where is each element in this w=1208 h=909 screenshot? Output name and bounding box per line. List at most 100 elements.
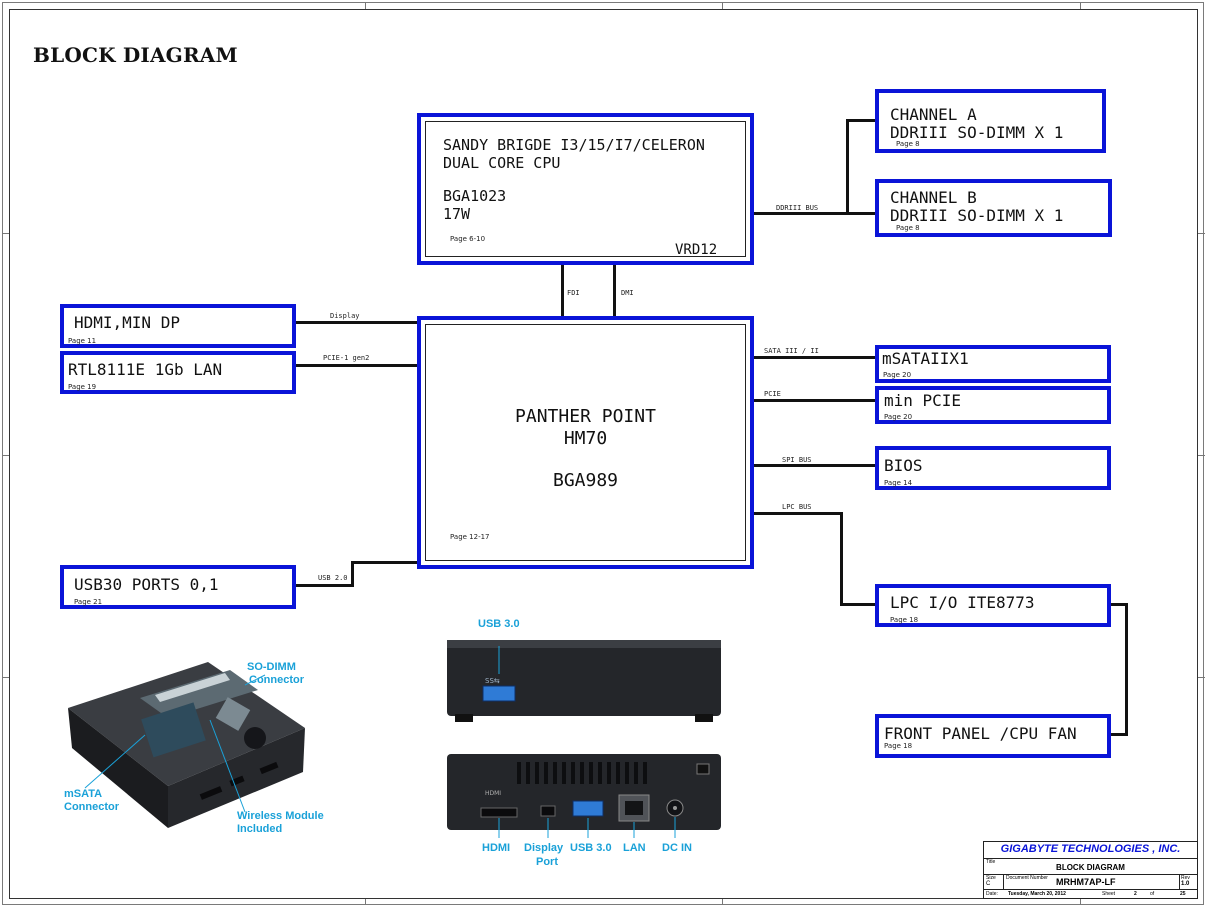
cpu-vrd: VRD12 <box>675 242 718 258</box>
lpc-wire-c <box>840 603 878 606</box>
border-tick <box>1198 677 1205 678</box>
rev-value: 1.0 <box>1181 881 1190 887</box>
of-value: 25 <box>1180 891 1186 897</box>
channel-a-wire <box>846 119 878 122</box>
spi-wire <box>752 464 878 467</box>
fan-wire-a <box>1108 603 1128 606</box>
lan-block: RTL8111E 1Gb LAN Page 19 <box>60 351 296 394</box>
doc-value: MRHM7AP-LF <box>1056 877 1116 887</box>
border-tick <box>722 2 723 9</box>
msata-name: mSATAIIX1 <box>882 349 969 368</box>
lpc-page-ref: Page 18 <box>890 616 919 624</box>
border-tick <box>1080 2 1081 9</box>
sodimm-caption-1: SO-DIMM <box>247 661 296 673</box>
title-label: Title <box>986 859 996 865</box>
hdmi-page-ref: Page 11 <box>68 337 97 345</box>
lpc-name: LPC I/O ITE8773 <box>890 593 1035 612</box>
hdmi-caption: HDMI <box>482 842 511 854</box>
channel-a-dimm: DDRIII SO-DIMM X 1 <box>890 123 1064 142</box>
usb-ss-glyph: SS⇆ <box>485 677 500 685</box>
pch-block: PANTHER POINT HM70 BGA989 Page 12-17 <box>417 316 754 569</box>
inner-border <box>9 9 1198 899</box>
sata-wire <box>752 356 878 359</box>
bios-block: BIOS Page 14 <box>875 446 1111 490</box>
pcie-gen2-wire <box>293 364 420 367</box>
lpc-label: LPC BUS <box>782 503 812 511</box>
device-left-face <box>68 708 168 828</box>
usb30-rear-caption: USB 3.0 <box>570 842 612 854</box>
pch-package: BGA989 <box>552 470 619 491</box>
pcie-wire <box>752 399 878 402</box>
date-label: Date: <box>986 891 998 897</box>
bios-page-ref: Page 14 <box>884 479 913 487</box>
usb-block: USB30 PORTS 0,1 Page 21 <box>60 565 296 609</box>
fan-name: FRONT PANEL /CPU FAN <box>884 724 1077 743</box>
cpu-tdp: 17W <box>443 205 471 223</box>
border-tick <box>1080 899 1081 905</box>
cpu-block: SANDY BRIGDE I3/15/I7/CELERON DUAL CORE … <box>417 113 754 265</box>
lpc-wire-a <box>752 512 843 515</box>
fan-wire-b <box>1125 603 1128 736</box>
wireless-caption-2: Included <box>237 823 283 835</box>
usb-name: USB30 PORTS 0,1 <box>74 575 219 594</box>
fdi-label: FDI <box>567 289 580 297</box>
company-name: GIGABYTE TECHNOLOGIES , INC. <box>1000 843 1181 855</box>
msata-block: mSATAIIX1 Page 20 <box>875 345 1111 383</box>
cpu-type: DUAL CORE CPU <box>443 154 561 172</box>
minipcie-block: min PCIE Page 20 <box>875 386 1111 424</box>
pch-page-ref: Page 12-17 <box>450 533 490 541</box>
channel-a-page-ref: Page 8 <box>896 140 920 148</box>
usb3-port <box>482 685 516 702</box>
display-label: Display <box>330 312 360 320</box>
device-isometric-photo <box>68 662 305 828</box>
border-tick <box>2 455 9 456</box>
msata-caption-2: Connector <box>64 801 119 813</box>
usb2-wire-c <box>351 561 420 564</box>
pch-name: PANTHER POINT <box>515 406 656 427</box>
minipcie-name: min PCIE <box>884 391 962 410</box>
minipcie-page-ref: Page 20 <box>884 413 913 421</box>
sheet-label: Sheet <box>1102 891 1116 897</box>
channel-b-dimm: DDRIII SO-DIMM X 1 <box>890 206 1064 225</box>
channel-a-name: CHANNEL A <box>890 105 977 124</box>
title-block: GIGABYTE TECHNOLOGIES , INC. Title BLOCK… <box>983 841 1198 899</box>
display-wire <box>293 321 420 324</box>
ddr-bus-wire <box>752 212 850 215</box>
dmi-wire <box>613 262 616 318</box>
ddr-bus-label: DDRIII BUS <box>776 204 819 212</box>
lpc-wire-b <box>840 512 843 606</box>
of-label: of <box>1150 891 1155 897</box>
msata-page-ref: Page 20 <box>883 371 912 379</box>
channel-a-block: CHANNEL A DDRIII SO-DIMM X 1 Page 8 <box>875 89 1106 153</box>
cpu-page-ref: Page 6-10 <box>450 235 486 243</box>
sodimm-caption-2: Connector <box>249 674 304 686</box>
lan-caption: LAN <box>623 842 646 854</box>
fdi-wire <box>561 262 564 318</box>
spi-label: SPI BUS <box>782 456 812 464</box>
usb-page-ref: Page 21 <box>74 598 103 606</box>
sodimm-slot <box>140 670 258 718</box>
usb2-label: USB 2.0 <box>318 574 348 582</box>
border-tick <box>365 899 366 905</box>
border-tick <box>365 2 366 9</box>
msata-caption-1: mSATA <box>64 788 103 800</box>
usb3-rear-port <box>572 800 604 817</box>
border-tick <box>1198 455 1205 456</box>
fan-page-ref: Page 18 <box>884 742 913 750</box>
size-label: Size <box>986 875 996 881</box>
hdmi-glyph: HDMI <box>485 790 501 797</box>
cpu-name: SANDY BRIGDE I3/15/I7/CELERON <box>443 136 705 154</box>
hdmi-port <box>480 807 518 818</box>
dmi-label: DMI <box>621 289 634 297</box>
cpu-package: BGA1023 <box>443 187 507 205</box>
hdmi-name: HDMI,MIN DP <box>74 313 180 332</box>
sata-label: SATA III / II <box>764 347 819 355</box>
usb2-wire-a <box>293 584 354 587</box>
title-value: BLOCK DIAGRAM <box>1056 863 1125 872</box>
fan-wire-c <box>1108 733 1128 736</box>
border-tick <box>2 677 9 678</box>
border-tick <box>1198 233 1205 234</box>
ddr-bus-riser <box>846 119 849 215</box>
